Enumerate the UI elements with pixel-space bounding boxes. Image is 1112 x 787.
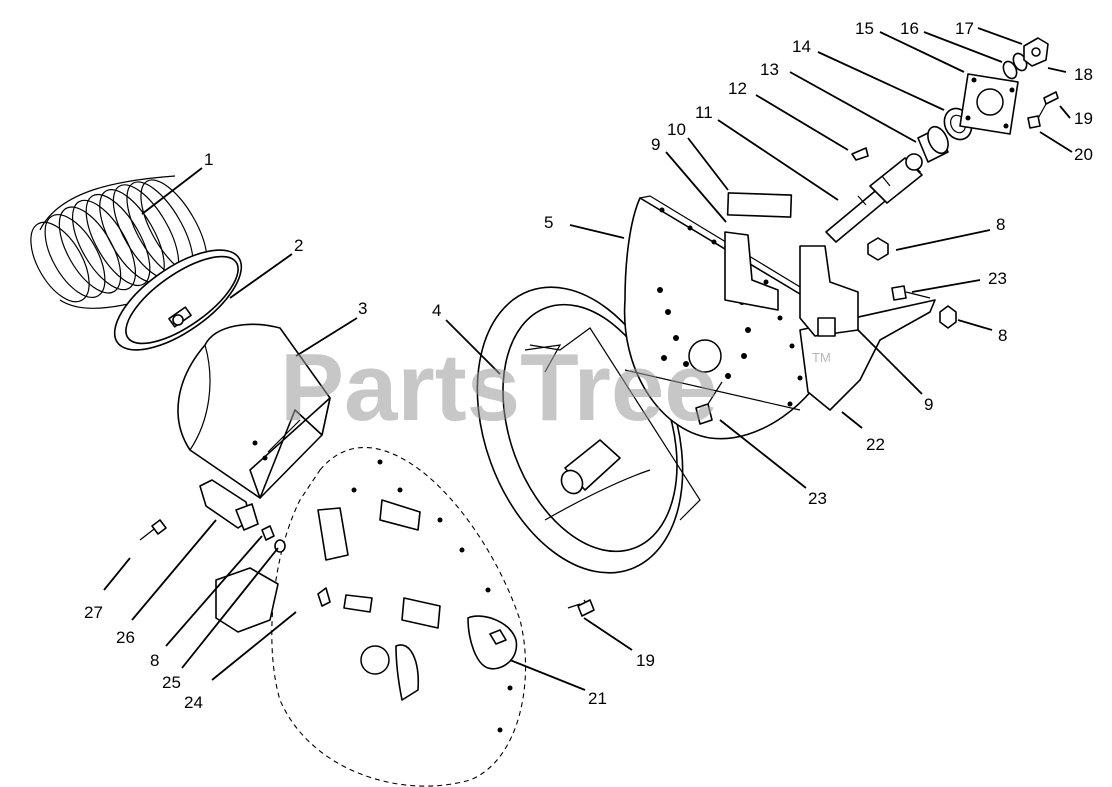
watermark-text: PartsTree xyxy=(280,334,718,441)
callout-numbers: 1 2 3 4 5 9 10 11 12 13 14 15 16 17 18 1… xyxy=(84,19,1093,712)
callout-3: 3 xyxy=(358,299,367,318)
callout-8-lower: 8 xyxy=(150,651,159,670)
bearing-flange xyxy=(959,73,1019,135)
callout-13: 13 xyxy=(760,60,779,79)
callout-9-lower: 9 xyxy=(924,395,933,414)
bolt-and-nut-upper xyxy=(1027,91,1059,129)
callout-24: 24 xyxy=(184,693,203,712)
left-hardware xyxy=(139,479,595,617)
watermark-trademark: TM xyxy=(812,350,831,365)
callout-8-upper: 8 xyxy=(996,215,1005,234)
blower-housing-front xyxy=(215,446,527,787)
decal xyxy=(726,192,793,218)
callout-4: 4 xyxy=(432,301,441,320)
callout-2: 2 xyxy=(294,236,303,255)
discharge-adapter xyxy=(177,323,331,499)
hex-nut-upper xyxy=(867,237,889,261)
callout-20: 20 xyxy=(1074,145,1093,164)
spacer-bushing xyxy=(917,125,949,163)
carriage-bolt-right xyxy=(891,285,931,301)
callout-11: 11 xyxy=(695,103,713,122)
callout-27: 27 xyxy=(84,603,103,622)
callout-1: 1 xyxy=(204,150,213,169)
callout-25: 25 xyxy=(162,673,181,692)
callout-26: 26 xyxy=(116,628,135,647)
carriage-bolt-lower xyxy=(695,381,723,425)
callout-10: 10 xyxy=(667,120,686,139)
drive-shaft xyxy=(825,153,923,243)
callout-15: 15 xyxy=(855,19,874,38)
callout-18: 18 xyxy=(1074,65,1093,84)
callout-9-upper: 9 xyxy=(651,135,660,154)
callout-14: 14 xyxy=(792,37,811,56)
callout-17: 17 xyxy=(955,19,974,38)
washers-and-nut xyxy=(1002,37,1049,80)
callout-8-right: 8 xyxy=(998,326,1007,345)
woodruff-key xyxy=(851,147,869,161)
callout-19-upper: 19 xyxy=(1074,109,1093,128)
leader-lines xyxy=(103,27,1073,691)
callout-23-right: 23 xyxy=(988,269,1007,288)
callout-19-lower: 19 xyxy=(636,651,655,670)
callout-5: 5 xyxy=(544,213,553,232)
hose-clamp xyxy=(113,249,243,351)
callout-21: 21 xyxy=(588,689,607,708)
callout-22: 22 xyxy=(866,435,885,454)
callout-12: 12 xyxy=(728,79,747,98)
hex-nut-right xyxy=(939,305,957,329)
blower-housing-rear xyxy=(623,195,936,440)
callout-16: 16 xyxy=(900,19,919,38)
callout-23-lower: 23 xyxy=(808,489,827,508)
